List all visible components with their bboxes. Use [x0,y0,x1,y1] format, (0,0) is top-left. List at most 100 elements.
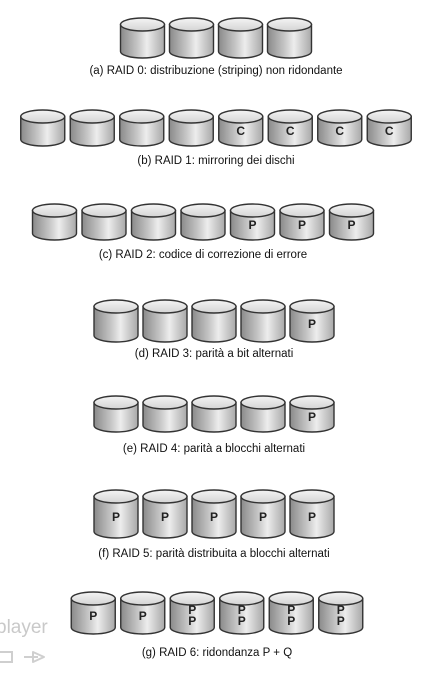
disk-top [289,489,335,504]
disk-body [366,115,412,147]
disk-body [240,401,286,433]
raid-caption: (c) RAID 2: codice di correzione di erro… [99,249,307,261]
disk-body [130,209,177,241]
disk [142,299,188,343]
disk-body [120,597,166,635]
disk: C [317,109,363,147]
disk-body [119,115,165,147]
disk-label: P [287,603,295,617]
disk-body [229,209,276,241]
disk-top [328,203,375,218]
disk-top [266,17,313,32]
disk-top [191,299,237,314]
disk-label: P [210,510,218,524]
disk-top [81,203,127,218]
disk: P [142,489,188,539]
disk-body [93,401,139,433]
disk: C [366,109,412,147]
disk: PP [219,591,265,635]
disk [142,395,188,433]
disk: P [289,395,335,433]
raid-caption: (g) RAID 6: ridondanza P + Q [142,647,292,659]
disk: PP [268,591,314,635]
disk-top [217,17,264,32]
raid-level-row: (a) RAID 0: distribuzione (striping) non… [89,17,343,77]
disk-body [142,401,188,433]
disk-top [180,203,226,218]
disk-top [289,299,335,314]
disk [20,109,66,147]
disk-label: P [238,614,246,628]
disk-body [240,495,286,539]
disk-top [218,109,264,124]
disk-body [289,495,335,539]
disk-label: P [188,614,196,628]
screen-icon [0,651,13,663]
disk-body [318,597,364,635]
disk-top [93,299,139,314]
disk: P [70,591,116,635]
disk-top [229,203,276,218]
disk [266,17,313,59]
disk-top [69,109,115,124]
disk [69,109,115,147]
disk-top [268,591,314,606]
disk [81,203,127,241]
disk-body [70,597,116,635]
disk [217,17,264,59]
disk-body [119,23,166,59]
disk-top [119,109,165,124]
disk-label: P [161,510,169,524]
disk-body [31,209,78,241]
disk-label: P [337,614,345,628]
disk [119,17,166,59]
disk-body [69,115,115,147]
raid-caption: (b) RAID 1: mirroring dei dischi [137,155,294,167]
disk [168,109,214,147]
disk-label: P [287,614,295,628]
disk-label: C [286,124,295,138]
disk: P [328,203,375,241]
disk [119,109,165,147]
disk-top [366,109,412,124]
disk-top [70,591,116,606]
disk-label: P [308,510,316,524]
disk-body [219,597,265,635]
disk-body [267,115,313,147]
disk-label: P [337,603,345,617]
raid-caption: (d) RAID 3: parità a bit alternati [135,348,294,360]
disk: P [191,489,237,539]
disk-body [93,495,139,539]
disk-body [191,305,237,343]
disk-top [267,109,313,124]
disk [93,299,139,343]
disk: C [218,109,264,147]
disk: P [120,591,166,635]
disk-top [120,591,166,606]
disk: P [240,489,286,539]
raid-caption: (e) RAID 4: parità a blocchi alternati [123,443,305,455]
disk-top [93,395,139,410]
disk [240,299,286,343]
disk-top [240,299,286,314]
raid-caption: (a) RAID 0: distribuzione (striping) non… [89,65,342,77]
disk-top [191,489,237,504]
disk-body [191,401,237,433]
disk-label: P [347,218,355,232]
disk [130,203,177,241]
raid-caption: (f) RAID 5: parità distribuita a blocchi… [98,548,329,560]
disk [93,395,139,433]
disk-label: P [89,609,97,623]
raid-level-row: P (e) RAID 4: parità a blocchi alternati [93,395,335,455]
disk-label: P [298,218,306,232]
disk [191,299,237,343]
arrow-right-icon [24,651,45,663]
disk-body [218,115,264,147]
disk-top [168,17,215,32]
disk-label: C [236,124,245,138]
disk-top [130,203,177,218]
disk [180,203,226,241]
